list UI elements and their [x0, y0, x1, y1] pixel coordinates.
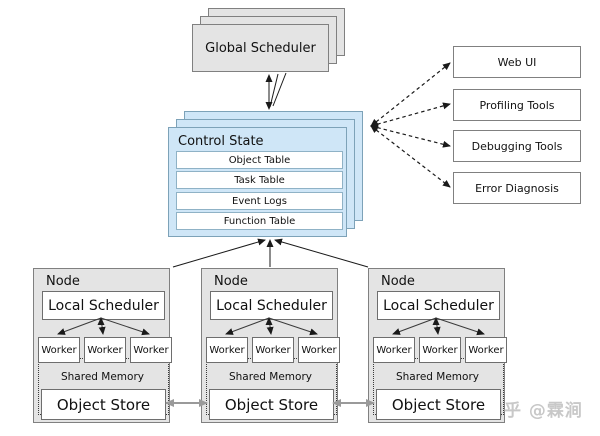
worker-box: Worker [465, 337, 507, 363]
tool-box-error-diagnosis: Error Diagnosis [453, 172, 581, 204]
event-logs-row: Event Logs [176, 192, 343, 210]
object-store-box: Object Store [376, 389, 501, 420]
object-store-label: Object Store [56, 395, 151, 414]
task-table-row: Task Table [176, 171, 343, 189]
worker-box: Worker [373, 337, 415, 363]
node-1: Node Local Scheduler Worker Worker Worke… [33, 268, 172, 423]
tools-dashed-arrows [370, 62, 451, 188]
worker-box: Worker [38, 337, 80, 363]
node-title: Node [214, 274, 248, 289]
local-scheduler-box: Local Scheduler [42, 291, 165, 320]
control-state-box: Control State Object Table Task Table Ev… [168, 127, 347, 237]
worker-box: Worker [130, 337, 172, 363]
debugging-tools-label: Debugging Tools [471, 139, 563, 153]
node-2: Node Local Scheduler Worker Worker Worke… [201, 268, 340, 423]
object-store-box: Object Store [209, 389, 334, 420]
tool-box-debugging-tools: Debugging Tools [453, 130, 581, 162]
node-state-arrows [172, 238, 369, 268]
local-scheduler-box: Local Scheduler [210, 291, 333, 320]
scheduler-state-arrows [265, 72, 287, 110]
worker-box: Worker [419, 337, 461, 363]
node-title: Node [381, 274, 415, 289]
object-store-label: Object Store [224, 395, 319, 414]
worker-box: Worker [84, 337, 126, 363]
local-scheduler-label: Local Scheduler [216, 297, 327, 314]
local-scheduler-label: Local Scheduler [48, 297, 159, 314]
tool-box-web-ui: Web UI [453, 46, 581, 78]
control-state-title: Control State [178, 134, 264, 149]
worker-box: Worker [252, 337, 294, 363]
node-title: Node [46, 274, 80, 289]
object-table-row: Object Table [176, 151, 343, 169]
global-scheduler-box: Global Scheduler [192, 24, 329, 72]
worker-box: Worker [298, 337, 340, 363]
web-ui-label: Web UI [497, 55, 537, 69]
watermark: 知乎 @霖涧 [486, 401, 583, 421]
node-3: Node Local Scheduler Worker Worker Worke… [368, 268, 507, 423]
object-store-label: Object Store [391, 395, 486, 414]
worker-box: Worker [206, 337, 248, 363]
function-table-row: Function Table [176, 212, 343, 230]
shared-memory-label: Shared Memory [395, 371, 479, 383]
local-scheduler-box: Local Scheduler [377, 291, 500, 320]
tool-box-profiling-tools: Profiling Tools [453, 89, 581, 121]
object-store-box: Object Store [41, 389, 166, 420]
shared-memory-label: Shared Memory [60, 371, 144, 383]
shared-memory-label: Shared Memory [228, 371, 312, 383]
global-scheduler-label: Global Scheduler [205, 40, 316, 56]
local-scheduler-label: Local Scheduler [383, 297, 494, 314]
error-diagnosis-label: Error Diagnosis [475, 181, 559, 195]
profiling-tools-label: Profiling Tools [479, 98, 555, 112]
